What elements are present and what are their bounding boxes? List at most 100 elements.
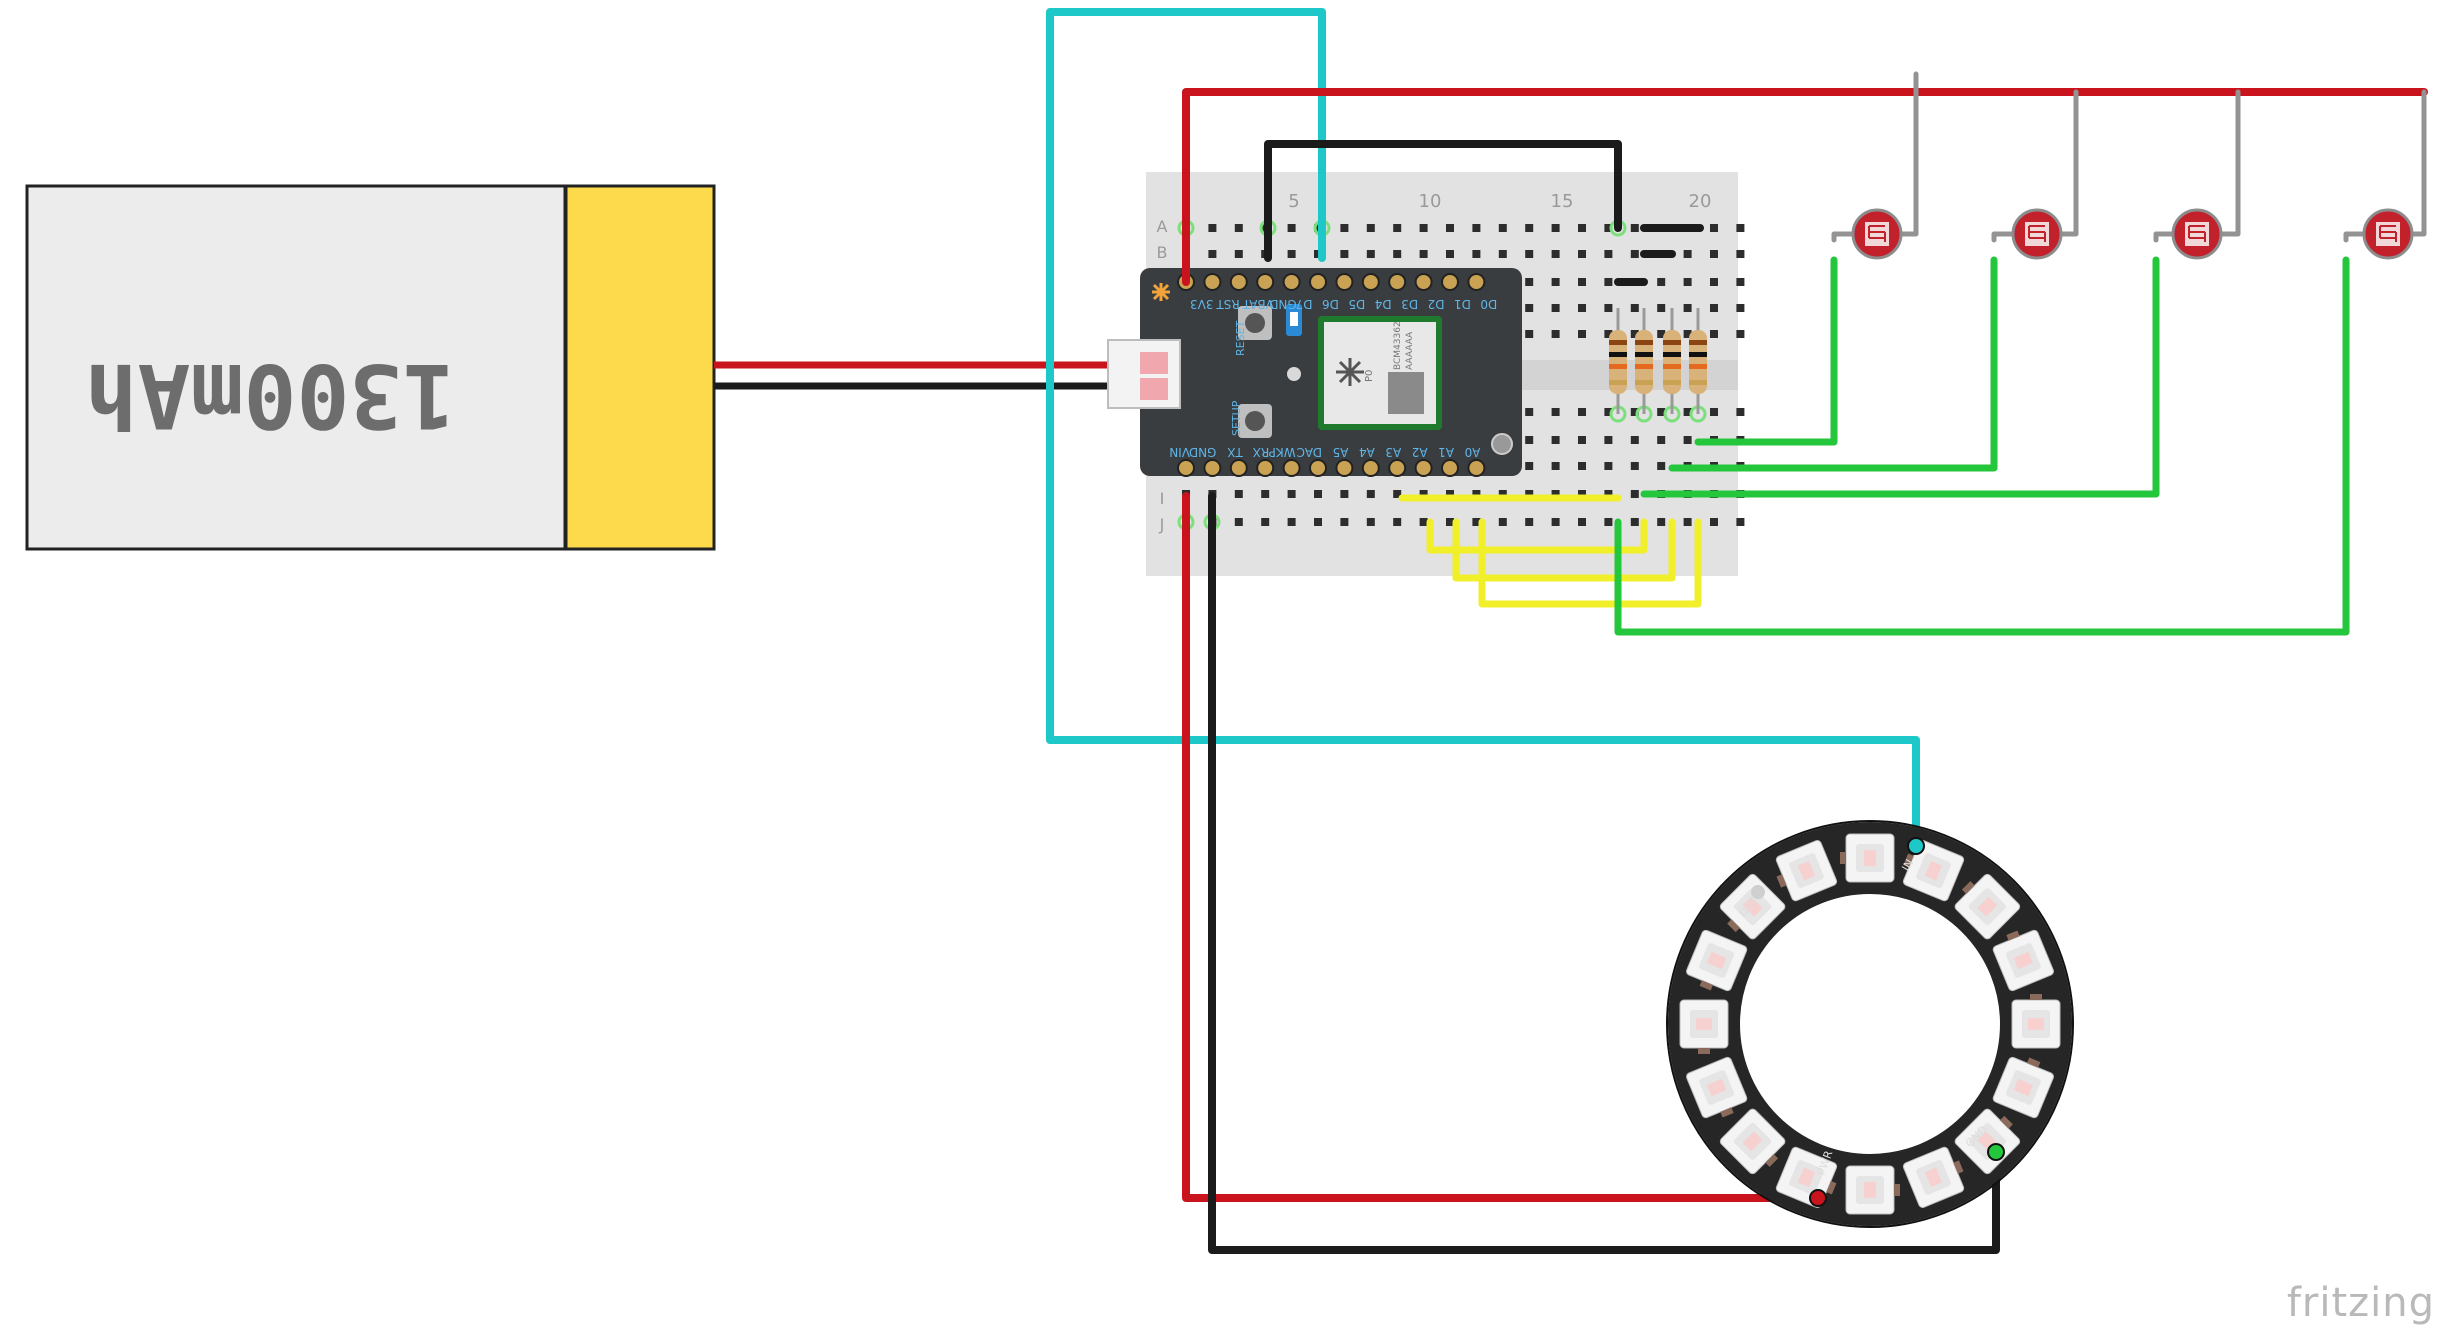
breadboard-hole bbox=[1340, 224, 1349, 232]
breadboard-hole bbox=[1630, 224, 1639, 232]
breadboard-hole bbox=[1630, 490, 1639, 498]
breadboard-hole bbox=[1446, 518, 1454, 526]
header-pin-bottom bbox=[1309, 459, 1327, 477]
breadboard-hole bbox=[1578, 250, 1586, 258]
wire-gnd-top-black bbox=[1264, 140, 1622, 262]
resistor bbox=[1635, 330, 1653, 394]
header-pins bbox=[1177, 273, 1486, 477]
bottom-pin-label: GND bbox=[1189, 445, 1217, 459]
breadboard-hole bbox=[1578, 304, 1586, 312]
header-pin-bottom bbox=[1282, 459, 1301, 477]
breadboard-hole bbox=[1525, 330, 1534, 338]
breadboard-hole bbox=[1498, 250, 1507, 258]
breadboard-hole bbox=[1525, 278, 1534, 286]
wire-vin-red bbox=[1182, 492, 1822, 1202]
bb-col-5: 5 bbox=[1288, 191, 1299, 212]
breadboard-hole bbox=[1551, 490, 1560, 498]
breadboard-hole bbox=[1314, 518, 1322, 526]
header-pin-bottom bbox=[1441, 459, 1459, 477]
wire-yellow-2 bbox=[1426, 518, 1648, 554]
breadboard-hole bbox=[1340, 490, 1349, 498]
breadboard-hole bbox=[1261, 518, 1270, 526]
bottom-pin-label: A4 bbox=[1359, 445, 1375, 459]
breadboard-hole bbox=[1393, 224, 1402, 232]
header-pin-top bbox=[1256, 273, 1275, 291]
ring-led bbox=[1992, 929, 2054, 992]
header-pin-top bbox=[1282, 273, 1301, 291]
breadboard-hole bbox=[1604, 490, 1613, 498]
breadboard-hole bbox=[1578, 224, 1586, 232]
breadboard-hole bbox=[1683, 250, 1692, 258]
breadboard-hole bbox=[1340, 250, 1349, 258]
ring-led bbox=[1954, 873, 2021, 940]
breadboard-hole bbox=[1551, 224, 1560, 232]
bottom-pin-label: RX bbox=[1253, 445, 1270, 459]
header-pin-bottom bbox=[1203, 459, 1222, 477]
breadboard-hole bbox=[1366, 518, 1375, 526]
bottom-pin-label: A1 bbox=[1438, 445, 1454, 459]
breadboard-hole bbox=[1657, 408, 1666, 416]
breadboard-hole bbox=[1604, 462, 1613, 470]
setup-label: SETUP bbox=[1230, 400, 1243, 436]
led-ring: IN OUT PWR GND bbox=[1666, 820, 2074, 1228]
breadboard-hole bbox=[1366, 490, 1375, 498]
breadboard-hole bbox=[1314, 490, 1322, 498]
breadboard-hole bbox=[1525, 250, 1534, 258]
header-pin-bottom bbox=[1256, 459, 1275, 477]
ring-led bbox=[1686, 929, 1748, 992]
breadboard-hole bbox=[1736, 330, 1745, 338]
ring-pin-out bbox=[1751, 885, 1765, 899]
resistor bbox=[1663, 330, 1681, 394]
module-text-p0: P0 bbox=[1364, 370, 1375, 382]
ring-led bbox=[1686, 1056, 1748, 1119]
breadboard-hole bbox=[1393, 518, 1402, 526]
bottom-pin-label: A2 bbox=[1412, 445, 1428, 459]
breadboard-hole bbox=[1551, 304, 1560, 312]
bottom-pin-label: A3 bbox=[1385, 445, 1401, 459]
bottom-pin-label: A5 bbox=[1333, 445, 1349, 459]
ring-led bbox=[2011, 994, 2061, 1049]
ring-pin-in bbox=[1907, 837, 1925, 855]
wire-green-3 bbox=[1640, 256, 2160, 498]
top-pin-label: 3V3 bbox=[1190, 297, 1213, 311]
breadboard-hole bbox=[1551, 250, 1560, 258]
breadboard-hole bbox=[1498, 224, 1507, 232]
breadboard-hole bbox=[1551, 330, 1560, 338]
bb-row-b: B bbox=[1157, 243, 1168, 262]
breadboard-hole bbox=[1525, 490, 1534, 498]
breadboard-hole bbox=[1578, 408, 1586, 416]
breadboard-hole bbox=[1446, 250, 1454, 258]
breadboard-hole bbox=[1630, 518, 1639, 526]
header-pin-top bbox=[1388, 273, 1407, 291]
breadboard-hole bbox=[1710, 304, 1718, 312]
bottom-pin-label: WKP bbox=[1269, 445, 1296, 459]
bottom-pin-label: A0 bbox=[1465, 445, 1481, 459]
breadboard-hole bbox=[1604, 330, 1613, 338]
ring-led bbox=[1845, 1165, 1900, 1215]
breadboard-hole bbox=[1525, 462, 1534, 470]
breadboard-hole bbox=[1736, 518, 1745, 526]
breadboard-hole bbox=[1340, 518, 1349, 526]
breadboard-hole bbox=[1472, 224, 1481, 232]
resistor bbox=[1609, 330, 1627, 394]
breadboard-hole bbox=[1234, 250, 1243, 258]
breadboard-hole bbox=[1736, 224, 1745, 232]
module-text-code: AAAAAA bbox=[1405, 331, 1415, 370]
resistor bbox=[1689, 330, 1707, 394]
breadboard-hole bbox=[1657, 330, 1666, 338]
breadboard-hole bbox=[1578, 278, 1586, 286]
breadboard-hole bbox=[1234, 490, 1243, 498]
breadboard-hole bbox=[1287, 518, 1296, 526]
breadboard-hole bbox=[1630, 436, 1639, 444]
bottom-pin-label: TX bbox=[1227, 445, 1244, 459]
breadboard-hole bbox=[1551, 462, 1560, 470]
breadboard-hole bbox=[1710, 224, 1718, 232]
breadboard-hole bbox=[1208, 250, 1217, 258]
breadboard-hole bbox=[1498, 490, 1507, 498]
breadboard-hole bbox=[1683, 278, 1692, 286]
wire-data-cyan bbox=[1046, 8, 1920, 850]
breadboard-hole bbox=[1657, 304, 1666, 312]
breadboard-hole bbox=[1683, 330, 1692, 338]
